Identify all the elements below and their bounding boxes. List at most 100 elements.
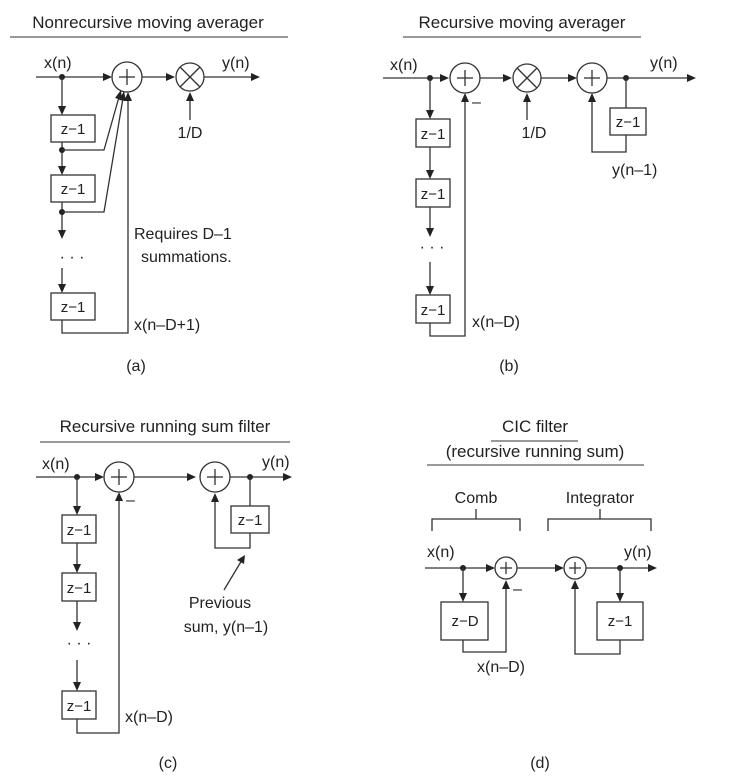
panel-b-subtract-arrow	[461, 93, 469, 102]
panel-a-delay-3-label: z−1	[61, 299, 86, 316]
panel-b-dots: · · ·	[420, 239, 445, 256]
panel-a-gain-label: 1/D	[178, 125, 203, 142]
panel-a-tap-wire-last	[61, 100, 129, 334]
panel-d-comb-delay	[440, 601, 489, 641]
panel-c-delay-3-label: z−1	[67, 698, 92, 715]
panel-c-output-label: y(n)	[262, 454, 290, 471]
panel-c-chain-arrow-2	[73, 564, 81, 573]
panel-d-integrator-arrow-down	[616, 593, 624, 602]
panel-b-chain-arrow-3	[426, 228, 434, 237]
panel-c-pointer-line	[223, 559, 243, 591]
panel-b-feedback-arrow	[588, 93, 596, 102]
panel-b-chain-arrow-1	[426, 110, 434, 119]
panel-d-title-line1: CIC filter	[502, 417, 568, 436]
panel-b-chain-arrow-2	[426, 170, 434, 179]
panel-c-output-arrow	[283, 473, 292, 481]
panel-d-feedback-wire	[574, 587, 621, 655]
panel-b-feedback-delay	[609, 107, 647, 136]
panel-b-adder-2-input-arrow	[568, 74, 577, 82]
panel-c-tap-label: x(n–D)	[125, 709, 173, 726]
panel-a-input-label: x(n)	[44, 55, 72, 72]
panel-d-integrator-bracket	[547, 518, 652, 531]
panel-b-delay-1	[415, 118, 451, 148]
panel-d-tap-label: x(n–D)	[477, 659, 525, 676]
panel-c-adder-2-input-arrow	[187, 473, 196, 481]
panel-c-input-label: x(n)	[42, 456, 70, 473]
panel-c: Recursive running sum filter x(n) – y(n)…	[36, 417, 292, 772]
panel-b-delay-3-label: z−1	[421, 302, 446, 319]
panel-d-caption: (d)	[530, 755, 550, 772]
panel-b-chain-arrow-4	[426, 286, 434, 295]
panel-d-comb-bracket	[431, 518, 521, 531]
panel-c-delay-3	[61, 690, 97, 720]
panel-a-input-arrow	[103, 73, 112, 81]
panel-a: Nonrecursive moving averager x(n) 1/D y(…	[10, 13, 288, 375]
panel-a-tap-arrow-1	[115, 90, 122, 100]
panel-b-caption: (b)	[499, 358, 519, 375]
panel-c-pointer-arrow	[237, 555, 245, 564]
panel-b-title: Recursive moving averager	[419, 13, 626, 32]
panel-b-tap-label: x(n–D)	[472, 314, 520, 331]
panel-a-output-label: y(n)	[222, 55, 250, 72]
panel-d-feedback-arrow	[571, 580, 579, 589]
panel-c-subtract-arrow	[115, 492, 123, 501]
panel-c-dots: · · ·	[67, 635, 92, 652]
panel-c-delay-1	[61, 514, 97, 544]
panel-c-chain-arrow-3	[73, 622, 81, 631]
panel-d-input-arrow	[486, 564, 495, 572]
panel-d-comb-arrow-down	[459, 593, 467, 602]
panel-a-dots: · · ·	[60, 249, 85, 266]
panel-d-integrator-label: Integrator	[566, 490, 635, 507]
panel-a-output-arrow	[251, 73, 260, 81]
panel-b-feedback-label: y(n–1)	[612, 162, 657, 179]
panel-c-minus-sign: –	[126, 492, 135, 509]
panel-c-delay-1-label: z−1	[67, 522, 92, 539]
panel-c-input-arrow	[95, 473, 104, 481]
panel-c-caption: (c)	[159, 755, 178, 772]
panel-d-output-label: y(n)	[624, 544, 652, 561]
panel-c-title: Recursive running sum filter	[60, 417, 271, 436]
panel-a-chain-arrow-4	[58, 284, 66, 293]
panel-d-subtract-arrow	[502, 580, 510, 589]
panel-b-mult-input-arrow	[503, 74, 512, 82]
panel-a-multiplier-x2	[179, 66, 201, 88]
panel-a-caption: (a)	[126, 358, 146, 375]
panel-b: Recursive moving averager x(n) – 1/D y(n…	[383, 13, 696, 375]
panel-a-chain-arrow-3	[58, 230, 66, 239]
panel-d-title-line2: (recursive running sum)	[446, 442, 625, 461]
panel-b-delay-1-label: z−1	[421, 126, 446, 143]
panel-a-gain-arrow	[186, 92, 194, 101]
panel-a-title: Nonrecursive moving averager	[32, 13, 264, 32]
panel-c-prev-line1: Previous	[189, 595, 251, 612]
panel-b-delay-3	[415, 294, 451, 324]
panel-d-subtract-wire	[462, 587, 507, 653]
panel-a-chain-arrow-2	[58, 166, 66, 175]
panel-b-multiplier-x2	[516, 67, 538, 89]
panel-b-delay-2	[415, 178, 451, 208]
panel-d-input-label: x(n)	[427, 544, 455, 561]
panel-c-feedback-arrow	[211, 493, 219, 502]
panel-a-chain-arrow-1	[58, 106, 66, 115]
panel-c-chain-arrow-1	[73, 506, 81, 515]
panel-d-comb-label: Comb	[455, 490, 498, 507]
panel-a-tap-label: x(n–D+1)	[134, 317, 200, 334]
panel-a-delay-1-label: z−1	[61, 121, 86, 138]
panel-b-input-label: x(n)	[390, 57, 418, 74]
panel-c-feedback-delay-label: z−1	[238, 512, 263, 529]
panel-a-mult-input-arrow	[166, 73, 175, 81]
panel-a-note-line2: summations.	[141, 249, 232, 266]
panel-b-feedback-delay-label: z−1	[616, 114, 641, 131]
panel-b-input-arrow	[440, 74, 449, 82]
panel-a-tap-arrow-last	[124, 92, 132, 101]
panel-d-adder-2-input-arrow	[555, 564, 564, 572]
panel-c-chain-arrow-4	[73, 682, 81, 691]
panel-a-delay-3	[50, 292, 96, 321]
panel-b-minus-sign: –	[472, 94, 481, 111]
panel-b-feedback-wire-return	[591, 100, 627, 153]
panel-d: CIC filter (recursive running sum) Comb …	[425, 417, 657, 772]
panel-a-delay-2	[50, 174, 96, 203]
panel-a-delay-2-label: z−1	[61, 181, 86, 198]
panel-c-prev-line2: sum, y(n–1)	[184, 619, 268, 636]
